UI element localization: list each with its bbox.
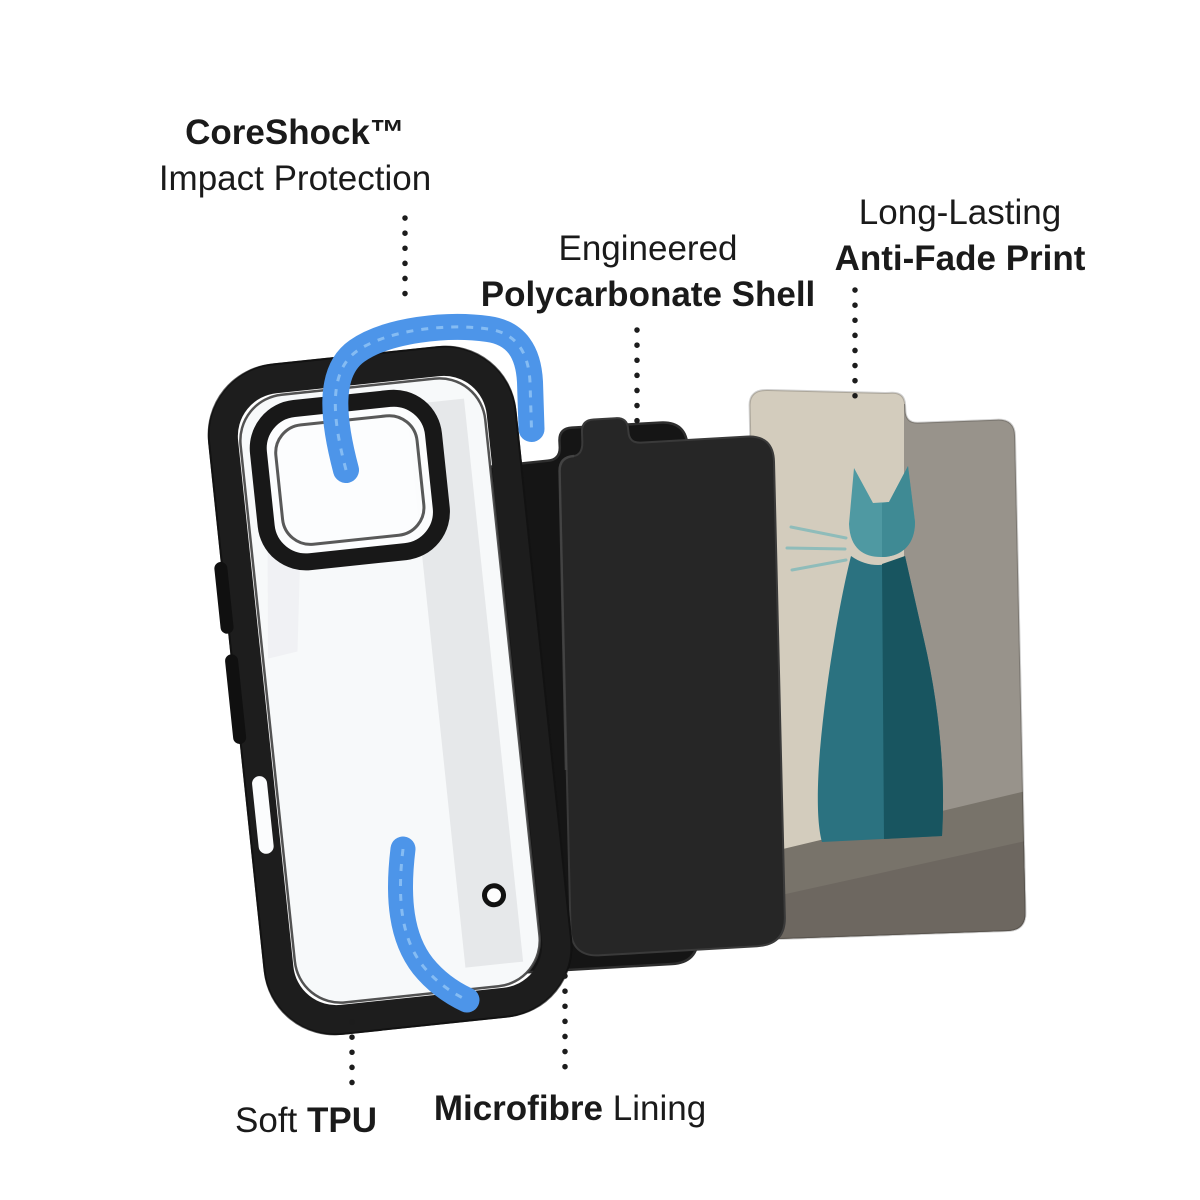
tpu-prefix: Soft — [235, 1101, 307, 1140]
tpu-title: TPU — [306, 1101, 377, 1140]
label-coreshock: CoreShock™ Impact Protection — [159, 110, 431, 202]
shell-edge-highlight — [558, 454, 575, 771]
coreshock-subtitle: Impact Protection — [158, 159, 432, 199]
anti-fade-prefix: Long-Lasting — [858, 193, 1062, 232]
polycarbonate-title: Polycarbonate Shell — [480, 275, 816, 315]
cat-body-shade — [882, 556, 944, 839]
label-microfibre: Microfibre Lining — [434, 1086, 706, 1132]
coreshock-strip-bottom-stitching — [399, 848, 468, 1002]
coreshock-corner-pieces — [322, 313, 545, 1013]
case-inner-edge — [239, 377, 542, 1004]
shell-surface — [558, 417, 786, 957]
lanyard-hole — [482, 883, 507, 908]
coreshock-title: CoreShock™ — [185, 113, 405, 152]
polycarbonate-prefix: Engineered — [558, 229, 738, 268]
printed-backplate — [748, 388, 1027, 941]
anti-fade-title: Anti-Fade Print — [834, 239, 1086, 279]
cat-whiskers — [785, 525, 848, 572]
volume-button — [214, 562, 234, 634]
cat-artwork — [749, 404, 1026, 940]
label-anti-fade: Long-Lasting Anti-Fade Print — [835, 190, 1086, 282]
leader-lines — [349, 215, 858, 1091]
microfibre-suffix: Lining — [603, 1089, 707, 1128]
label-soft-tpu: Soft TPU — [235, 1098, 377, 1144]
polycarbonate-shell-layer — [558, 417, 786, 957]
side-cutout — [252, 776, 274, 854]
power-button — [225, 654, 247, 744]
label-polycarbonate: Engineered Polycarbonate Shell — [481, 226, 816, 318]
coreshock-strip-top-stitching — [333, 325, 533, 471]
tpu-case-layer — [207, 345, 573, 1036]
microfibre-title: Microfibre — [433, 1089, 604, 1128]
cat-head-shade — [882, 466, 915, 557]
artwork-floor-dark — [749, 840, 1026, 940]
